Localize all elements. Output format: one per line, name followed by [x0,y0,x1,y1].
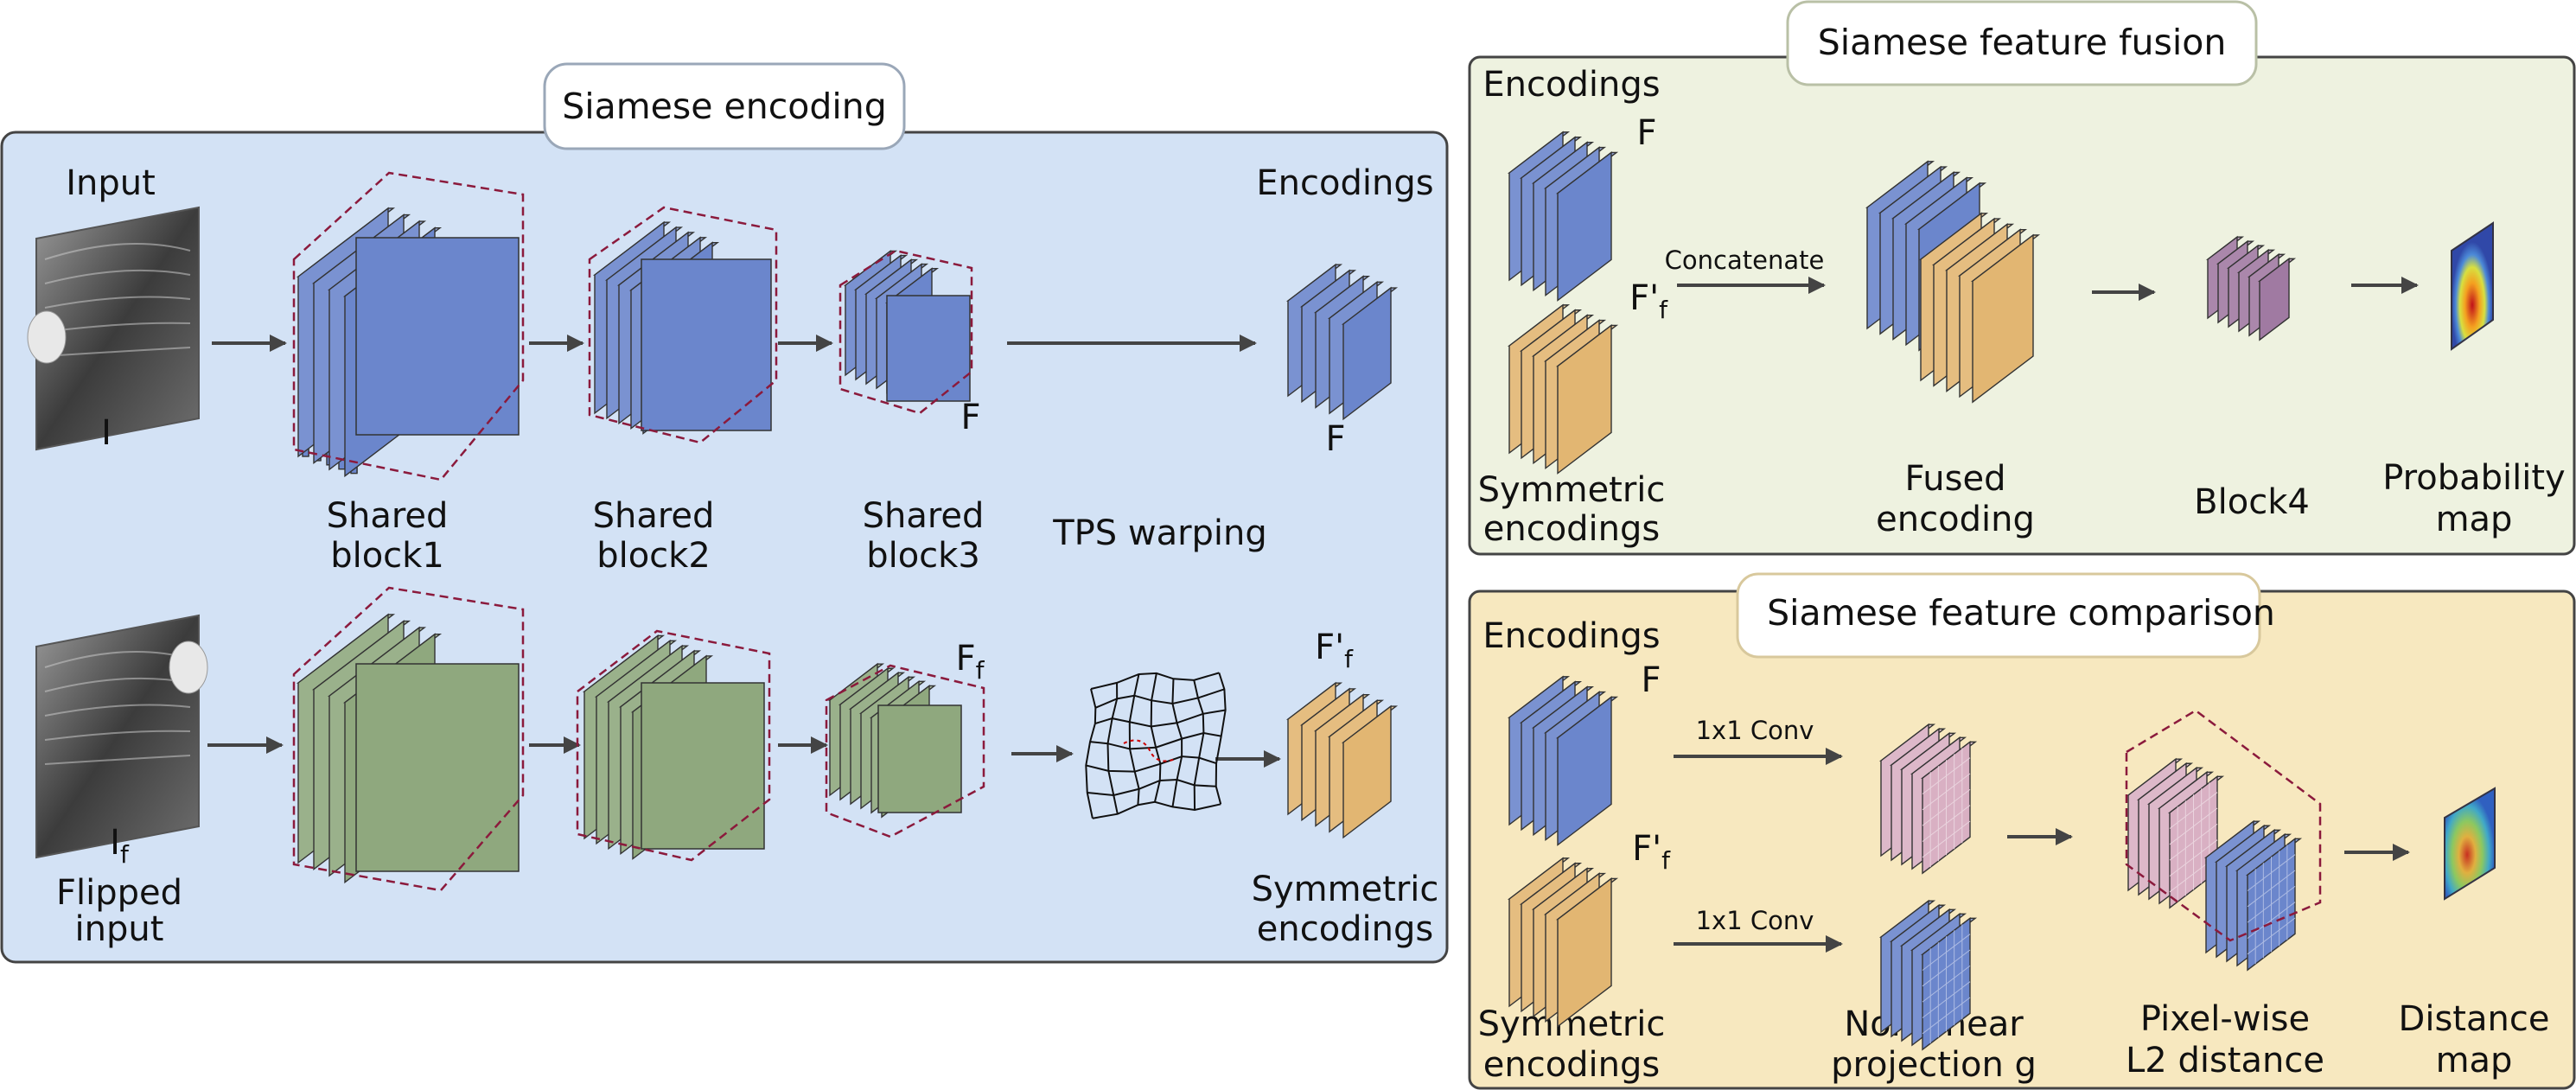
siamese-comparison-panel: Siamese feature comparison Encodings F F… [1468,572,2576,1090]
tps-grid-line [1215,672,1227,805]
distance-map-line1: Distance [2399,999,2550,1039]
xray-bone-line [44,269,191,284]
xray-bright-spot [169,641,208,694]
comparison-ff-stack [1507,857,1619,1028]
projection-line2: projection g [1831,1045,2037,1085]
tps-warping-label: TPS warping [1052,513,1267,553]
encoding-f-stack [1285,263,1399,421]
tps-warping-grid-icon [1085,672,1227,819]
block4-label: Block4 [2194,482,2310,522]
projection-pink-stack [1878,723,1978,875]
pixelwise-l2-line2: L2 distance [2126,1041,2324,1080]
input-symbol: I [101,413,112,453]
xray-bone-line [44,755,191,765]
l2-outline [2125,709,2322,942]
fusion-encodings-label: Encodings [1482,65,1660,105]
projection-blue-stack [1878,899,1978,1051]
shared-block2-line2: block2 [596,536,711,576]
distance-map-image [2444,787,2496,901]
shared-block3-bottom-outline [825,664,985,838]
flipped-label-line1: Flipped [56,873,182,913]
xray-bone-line [44,243,191,260]
symmetric-encodings-line2: encodings [1257,909,1434,949]
xray-bone-line [44,704,191,717]
tps-grid-line [1193,679,1205,810]
shared-block2-top-outline [588,206,778,444]
shared-block3-line1: Shared [863,496,985,536]
comparison-ff-label: F'f [1632,829,1671,875]
f-label-block3: F [960,398,980,437]
xray-input-image [27,206,200,451]
conv-label-top: 1x1 Conv [1696,716,1814,745]
shared-block1-line1: Shared [327,496,449,536]
probability-map-image [2451,221,2494,351]
xray-bright-spot [27,310,67,364]
xray-bone-line [44,347,191,357]
xray-bone-line [44,730,191,741]
flipped-symbol: If [110,823,130,869]
comparison-shapes [1507,675,2496,1051]
encoding-f-label: F [1325,419,1345,459]
encoding-blocks [292,171,1399,892]
shared-block2-bottom-front [641,682,765,850]
shared-block1-line2: block1 [330,536,444,576]
fusion-symmetric-line1: Symmetric [1478,470,1666,510]
input-label: Input [66,163,156,203]
shared-block2-top-front [641,258,772,431]
shared-block2-bottom-outline [576,629,771,862]
shared-block3-bottom-front [877,704,962,813]
fused-orange-stack [1918,212,2041,404]
symmetric-f-stack [1285,681,1399,839]
comparison-symmetric-line2: encodings [1483,1045,1661,1085]
probability-map-line1: Probability [2382,458,2565,498]
xray-body [35,614,200,859]
comparison-f-label: F [1641,660,1661,700]
xray-flipped-image [35,614,208,859]
symmetric-encodings-line1: Symmetric [1252,870,1439,909]
panel-title-encoding: Siamese encoding [562,86,887,127]
shared-block1-bottom-front [355,663,520,872]
shared-block1-bottom-outline [292,586,525,892]
fusion-f-stack [1507,131,1619,302]
siamese-encoding-panel: Siamese encoding Input I If Flipped inpu… [0,62,1449,964]
l2-blue-stack [2203,819,2303,972]
encodings-label: Encodings [1256,163,1433,203]
conv-label-bottom: 1x1 Conv [1696,906,1814,935]
panel-title-comparison: Siamese feature comparison [1767,592,2275,634]
shared-block1-top-outline [292,171,525,481]
shared-block3-line2: block3 [866,536,980,576]
fusion-shapes [1507,131,2494,475]
symmetric-f-label: F'f [1315,628,1354,673]
fusion-ff-label: F'f [1629,278,1668,324]
panel-title-fusion: Siamese feature fusion [1818,22,2227,63]
encoding-arrows [207,335,1281,768]
concatenate-label: Concatenate [1665,245,1825,275]
siamese-fusion-panel: Siamese feature fusion Encodings F F'f C… [1468,0,2576,556]
shared-block1-top-front [355,237,520,436]
xray-bone-line [44,296,191,309]
flipped-label-line2: input [75,909,164,949]
pixelwise-l2-line1: Pixel-wise [2140,999,2310,1039]
shared-block2-line1: Shared [593,496,715,536]
fusion-symmetric-line2: encodings [1483,509,1661,549]
fused-encoding-line2: encoding [1876,500,2035,539]
fused-encoding-line1: Fused [1904,459,2005,499]
fusion-ff-stack [1507,303,1619,475]
probability-map-line2: map [2436,500,2513,539]
shared-block3-top-front [886,295,971,402]
fusion-f-label: F [1636,113,1656,153]
tps-grid-line [1092,800,1221,819]
comparison-f-stack [1507,675,1619,846]
xray-body [35,206,200,451]
l2-pink-stack [2126,757,2225,909]
comparison-encodings-label: Encodings [1482,616,1660,656]
block4-stack [2205,235,2297,341]
tps-warp-curve [1123,739,1176,762]
ff-label-block3: Ff [956,639,985,685]
distance-map-line2: map [2436,1041,2513,1080]
